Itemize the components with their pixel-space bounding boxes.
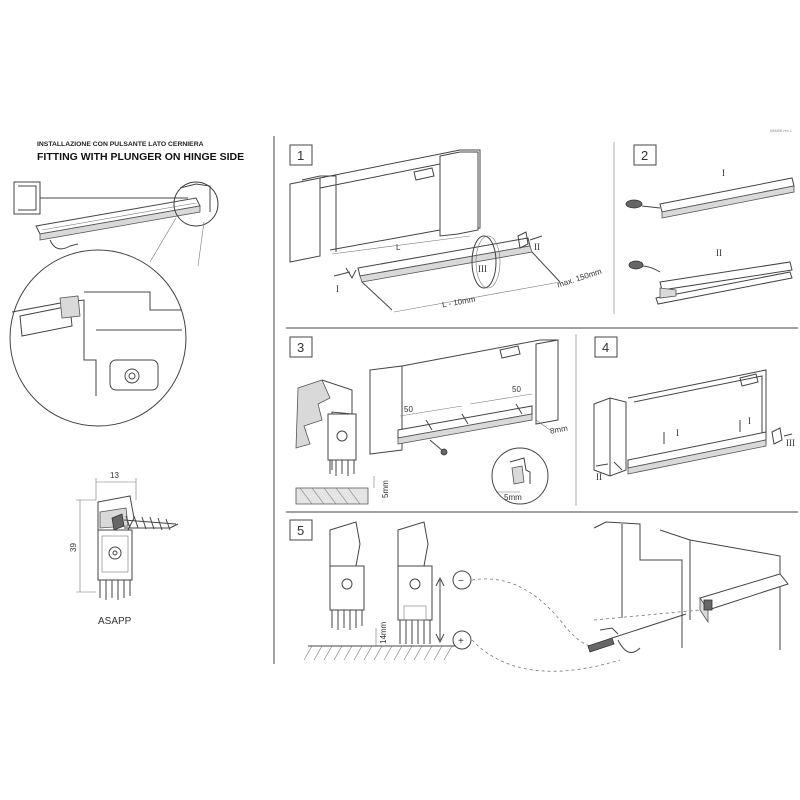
hinge-side-overview [13, 181, 219, 250]
step-1-marker-I: I [336, 284, 339, 294]
step-5-panel: 5 14mm − + [289, 519, 789, 672]
step-3-number-box [289, 336, 313, 358]
step-4-marker-III: III [786, 438, 795, 448]
step-3-panel: 3 5mm 50 50 8mm 5mm [289, 336, 569, 505]
plunger-detail [9, 217, 205, 427]
step-3-spacing-left: 50 [404, 405, 413, 414]
step-4-marker-I-right: I [748, 416, 751, 426]
step-2-number: 2 [641, 148, 648, 163]
step-5-number: 5 [297, 523, 304, 538]
step-4-marker-I-left: I [676, 428, 679, 438]
step-3-number: 3 [297, 340, 304, 355]
step-1-panel: 1 L L - 10mm max. 150mm III I II [289, 144, 603, 313]
step-1-cut-length: L - 10mm [441, 295, 476, 310]
step-2-marker-II: II [716, 248, 722, 258]
step-4-number-box [594, 336, 618, 358]
step-3-depth: 8mm [549, 424, 568, 436]
height-dimension: 39 [69, 543, 78, 552]
step-4-number: 4 [602, 340, 609, 355]
step-5-number-box [289, 519, 313, 541]
step-5-plus: + [458, 636, 464, 647]
asapp-cross-section: 13 39 [69, 471, 179, 600]
step-2-number-box [633, 144, 657, 166]
step-1-length-label: L [396, 243, 401, 252]
step-1-number-box [289, 144, 313, 166]
title-english: FITTING WITH PLUNGER ON HINGE SIDE [37, 151, 244, 163]
document-code: IMM06 rev.1 [770, 128, 793, 133]
model-label: ASAPP [98, 616, 132, 627]
width-dimension: 13 [110, 471, 119, 480]
step-1-marker-III: III [478, 264, 487, 274]
step-3-height-5b: 5mm [504, 493, 522, 502]
step-1-number: 1 [297, 148, 304, 163]
step-5-minus: − [458, 576, 464, 587]
step-4-panel: 4 I I II III [593, 336, 795, 482]
step-1-max-cut: max. 150mm [556, 267, 603, 290]
title-italian: INSTALLAZIONE CON PULSANTE LATO CERNIERA [37, 141, 204, 148]
step-3-height-5: 5mm [381, 480, 390, 498]
step-2-marker-I: I [722, 168, 725, 178]
step-3-spacing-right: 50 [512, 385, 521, 394]
step-4-marker-II: II [596, 472, 602, 482]
step-5-clearance: 14mm [379, 621, 388, 644]
step-2-panel: 2 I II [625, 144, 795, 305]
step-1-marker-II: II [534, 242, 540, 252]
